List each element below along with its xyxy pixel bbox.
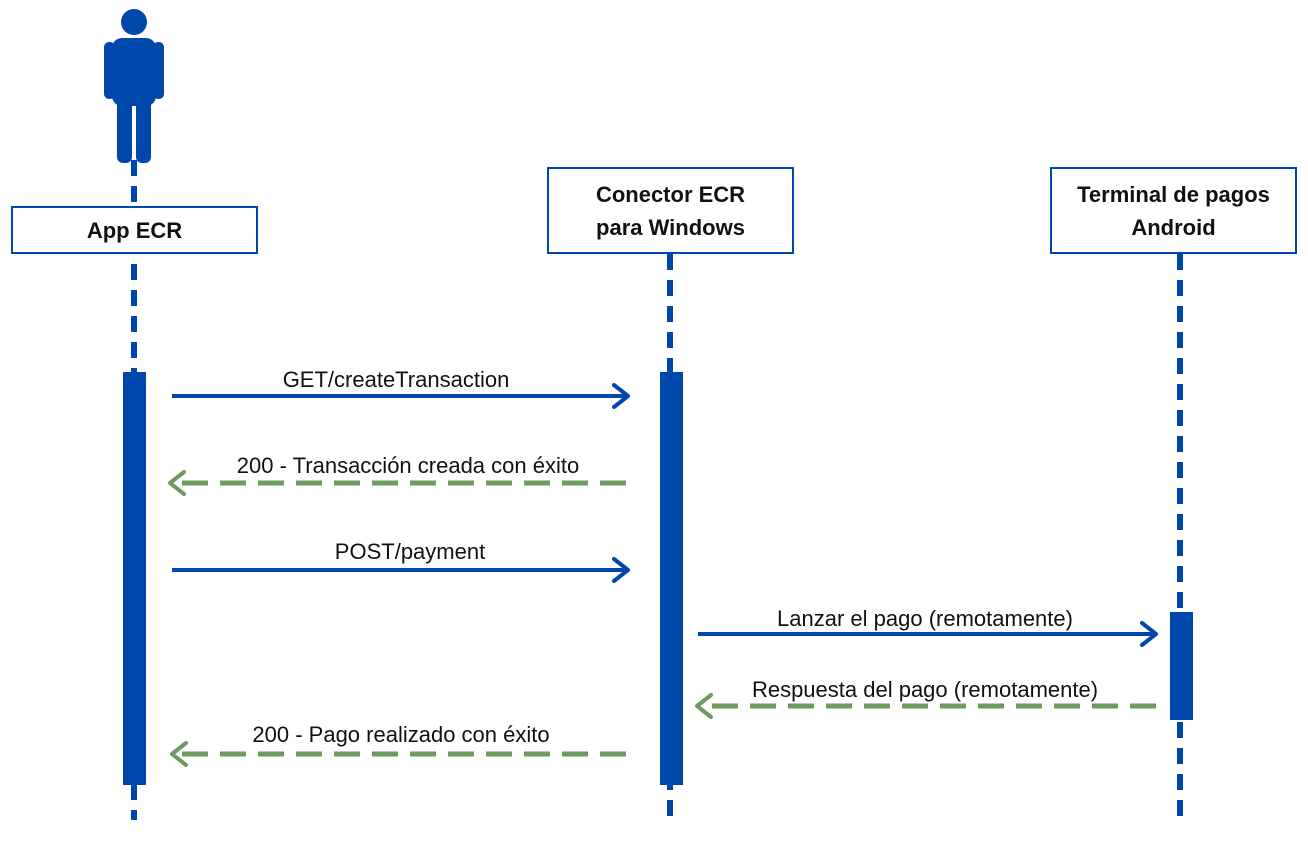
participant-label-line-1: Conector ECR — [595, 181, 746, 207]
participant-conector-ecr: Conector ECR para Windows — [547, 167, 794, 254]
participant-app-ecr: App ECR — [11, 206, 258, 254]
message-arrow-transaction-created-head — [168, 470, 186, 496]
message-arrow-post-payment-head — [612, 557, 630, 583]
participant-terminal-android: Terminal de pagos Android — [1050, 167, 1297, 254]
participant-label-line-2: Android — [1131, 214, 1216, 240]
participant-label-line-2: para Windows — [596, 214, 745, 240]
activation-bar-conector-ecr — [660, 372, 683, 785]
message-label-launch-payment: Lanzar el pago (remotamente) — [777, 606, 1073, 631]
message-label-transaction-created: 200 - Transacción creada con éxito — [236, 453, 580, 478]
activation-bar-app-ecr — [123, 372, 146, 785]
participant-label-line-1: Terminal de pagos — [1077, 181, 1270, 207]
message-label-get-create-transaction: GET/createTransaction — [282, 367, 510, 392]
message-arrow-launch-payment-head — [1140, 621, 1158, 647]
message-arrow-payment-success-head — [170, 741, 188, 767]
message-arrow-payment-response-head — [695, 693, 713, 719]
participant-label: App ECR — [86, 217, 183, 243]
person-icon — [104, 9, 164, 163]
message-label-post-payment: POST/payment — [334, 539, 486, 564]
activation-bar-terminal-android — [1170, 612, 1193, 720]
message-label-payment-success: 200 - Pago realizado con éxito — [252, 722, 550, 747]
message-label-payment-response: Respuesta del pago (remotamente) — [751, 677, 1099, 702]
message-arrow-get-create-transaction-head — [612, 383, 630, 409]
